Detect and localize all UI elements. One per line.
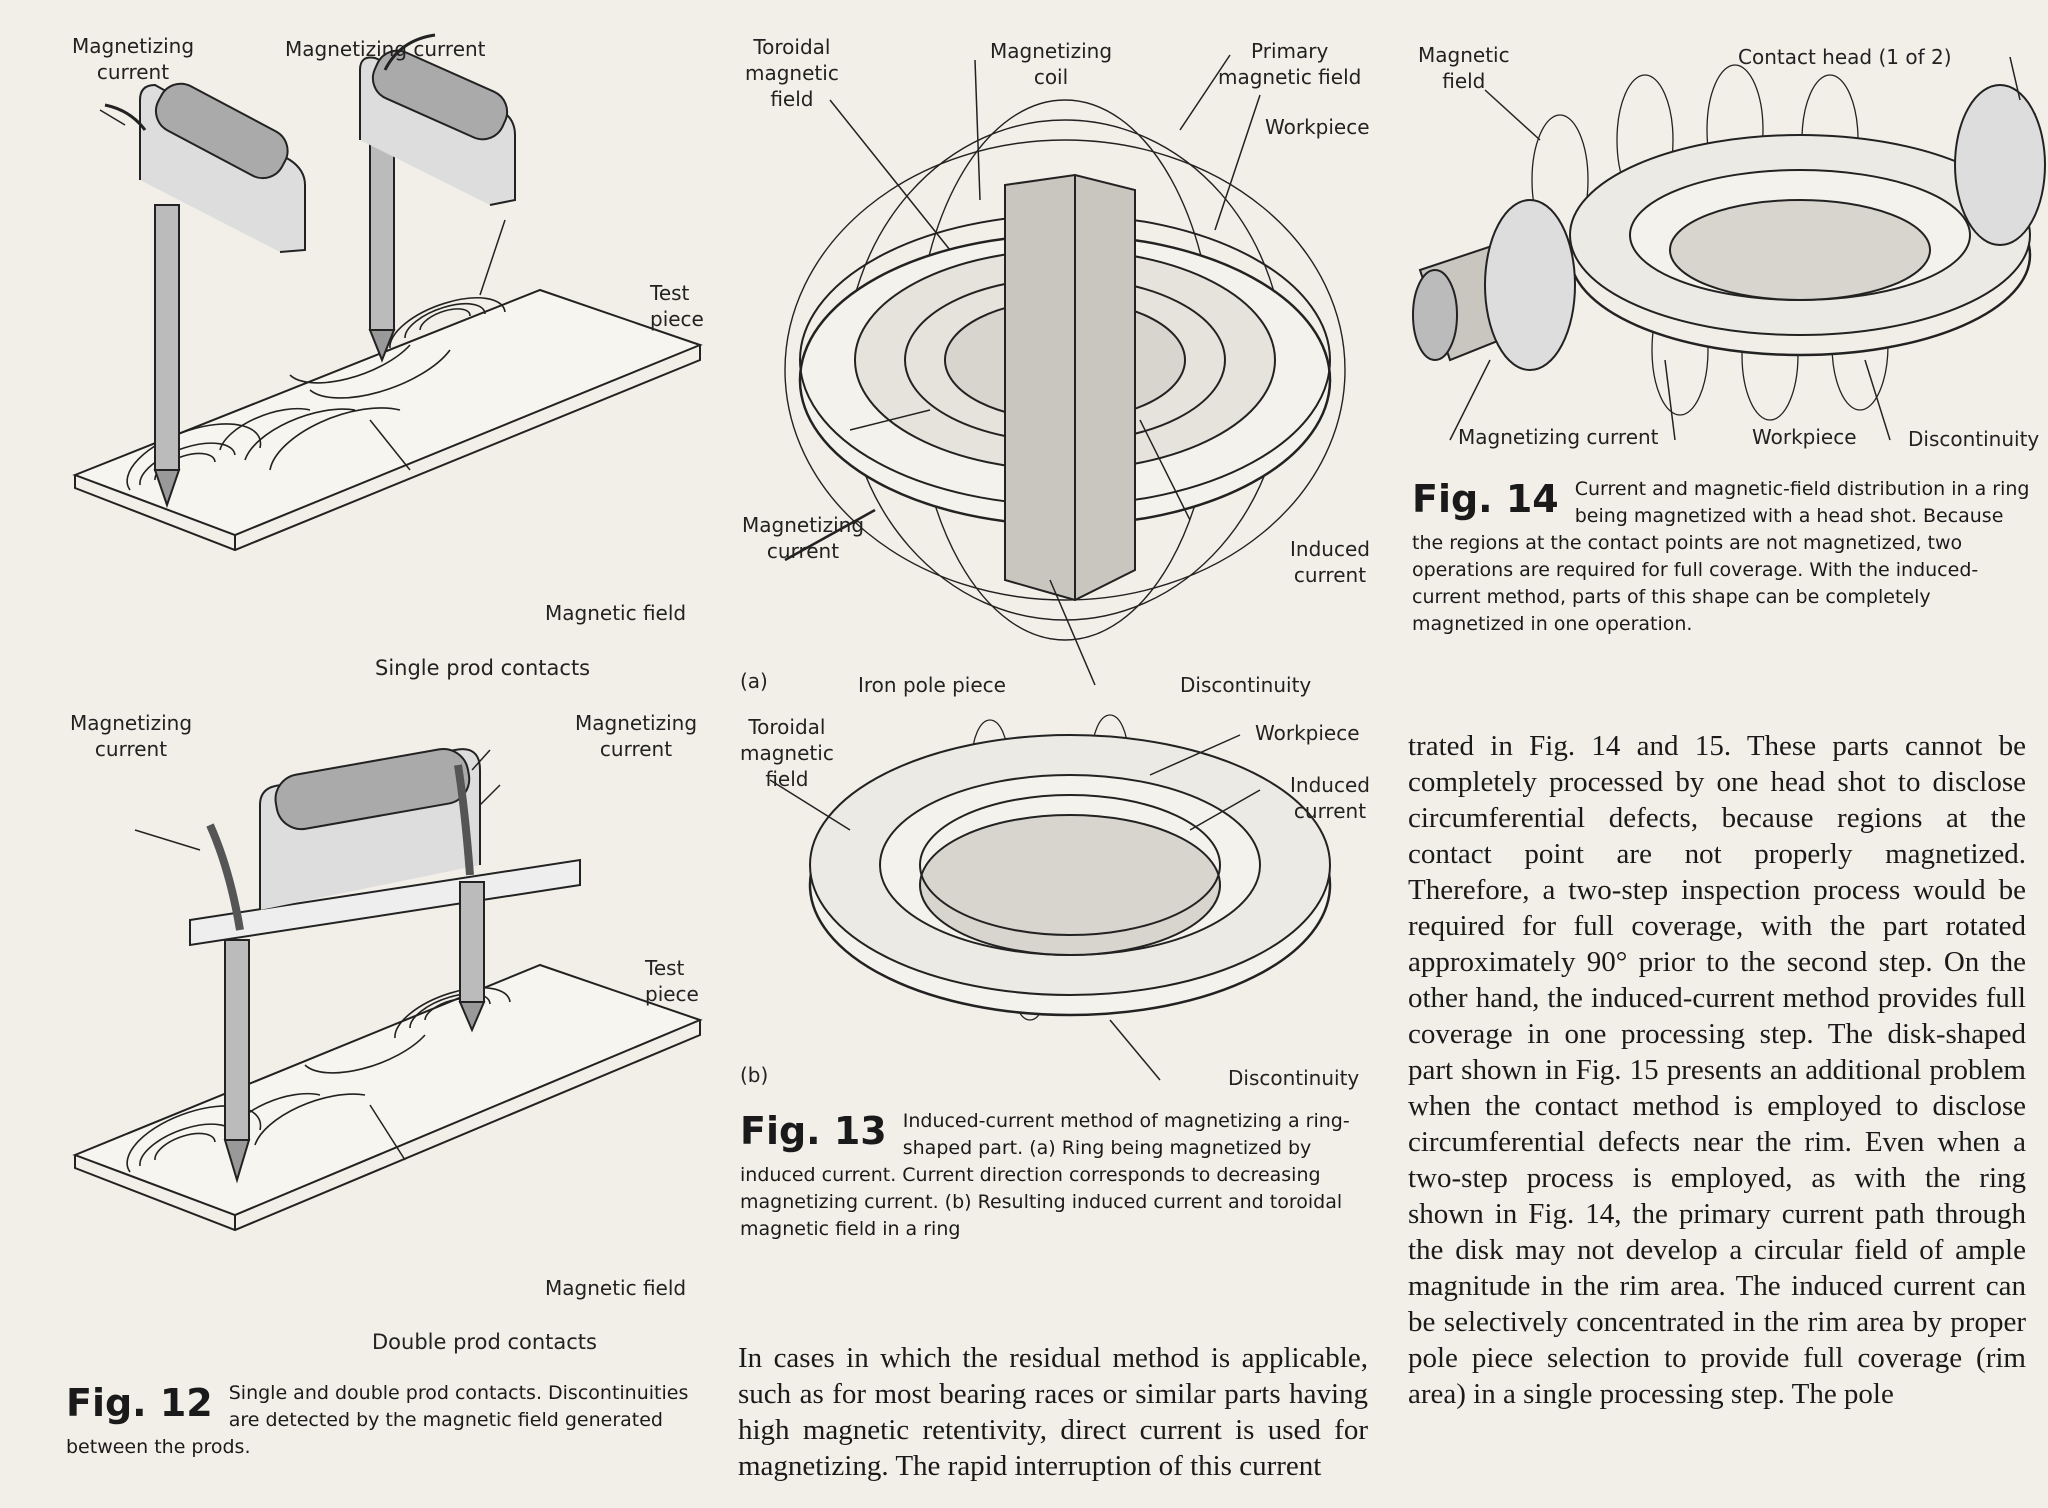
label-magnetizing-current-bottom-left: Magnetizing current: [70, 711, 193, 761]
fig13a-drawing: [760, 110, 1380, 670]
label-workpiece-14: Workpiece: [1752, 425, 1857, 449]
label-induced-current-a: Induced current: [1290, 537, 1370, 587]
label-iron-pole-piece: Iron pole piece: [858, 673, 1006, 697]
label-magnetic-field-14: Magnetic field: [1418, 43, 1510, 93]
label-workpiece-b: Workpiece: [1255, 721, 1360, 745]
fig14-drawing: [1410, 60, 2040, 440]
label-magnetic-field-top: Magnetic field: [545, 601, 687, 625]
fig13-caption-text: Induced-current method of magnetizing a …: [740, 1110, 1350, 1240]
fig12-caption-text: Single and double prod contacts. Discont…: [66, 1382, 689, 1458]
double-prod-subcaption: Double prod contacts: [372, 1330, 597, 1354]
label-magnetizing-current-bottom-right: Magnetizing current: [575, 711, 698, 761]
label-magnetizing-current-14: Magnetizing current: [1458, 425, 1659, 449]
fig13-caption: Fig. 13 Induced-current method of magnet…: [740, 1108, 1365, 1243]
fig12-number: Fig. 12: [66, 1381, 213, 1425]
fig12-caption: Fig. 12 Single and double prod contacts.…: [66, 1380, 706, 1461]
fig14-number: Fig. 14: [1412, 477, 1559, 521]
label-discontinuity-b: Discontinuity: [1228, 1066, 1360, 1090]
label-workpiece-a: Workpiece: [1265, 115, 1370, 139]
middle-column-text: In cases in which the residual method is…: [738, 1342, 1368, 1482]
label-test-piece-bottom: Test piece: [645, 956, 699, 1006]
label-primary-magnetic-field: Primary magnetic field: [1218, 39, 1362, 89]
label-discontinuity-14: Discontinuity: [1908, 427, 2040, 451]
fig13-number: Fig. 13: [740, 1109, 887, 1153]
label-contact-head: Contact head (1 of 2): [1738, 45, 1952, 69]
label-toroidal-field-b: Toroidal magnetic field: [740, 715, 834, 791]
label-test-piece-top: Test piece: [650, 281, 704, 331]
label-induced-current-b: Induced current: [1290, 773, 1370, 823]
right-column-text: trated in Fig. 14 and 15. These parts ca…: [1408, 730, 2026, 1410]
fig14-caption-text: Current and magnetic-field distribution …: [1412, 478, 2030, 635]
label-toroidal-field-a: Toroidal magnetic field: [745, 35, 839, 111]
fig12-double-prod-drawing: [60, 700, 760, 1340]
label-magnetic-field-bottom: Magnetic field: [545, 1276, 687, 1300]
label-magnetizing-current-13a: Magnetizing current: [742, 513, 865, 563]
label-part-b: (b): [740, 1063, 769, 1087]
label-magnetizing-current-top-right: Magnetizing current: [285, 37, 486, 61]
single-prod-subcaption: Single prod contacts: [375, 656, 591, 680]
fig14-caption: Fig. 14 Current and magnetic-field distr…: [1412, 476, 2032, 638]
fig13b-drawing: [790, 720, 1350, 1080]
label-magnetizing-current-top-left: Magnetizing current: [72, 34, 195, 84]
label-magnetizing-coil: Magnetizing coil: [990, 39, 1113, 89]
label-part-a: (a): [740, 669, 768, 693]
label-discontinuity-a: Discontinuity: [1180, 673, 1312, 697]
fig12-single-prod-drawing: [60, 30, 760, 680]
